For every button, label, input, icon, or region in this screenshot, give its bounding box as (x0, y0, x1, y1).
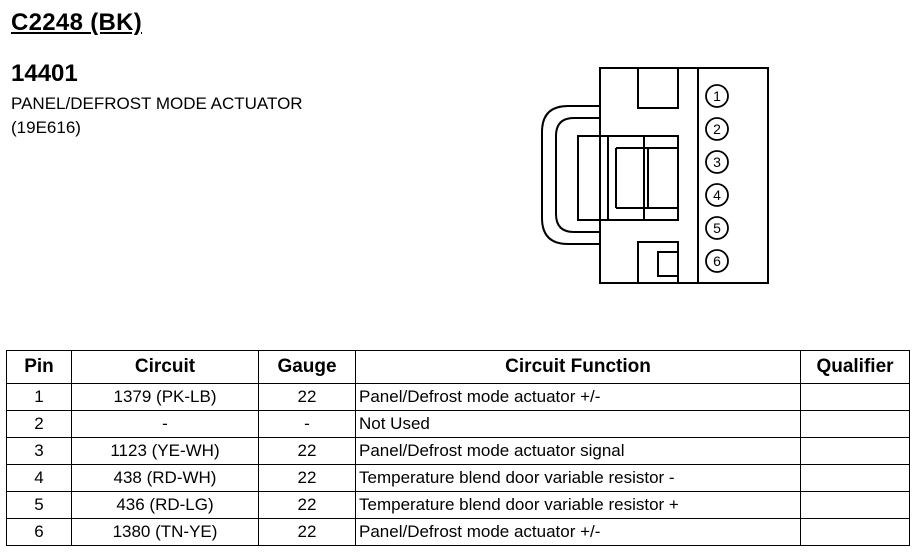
pin-marker-label: 4 (713, 187, 721, 203)
circuit-cell: 1379 (PK-LB) (71, 383, 259, 411)
circuit-cell: 1123 (YE-WH) (71, 437, 259, 465)
circuit-cell: - (71, 410, 259, 438)
gauge-cell: - (258, 410, 356, 438)
qualifier-cell (800, 383, 910, 411)
connector-key-top (637, 67, 679, 109)
qualifier-cell (800, 410, 910, 438)
pin-marker-4: 4 (705, 183, 729, 207)
pin-marker-label: 5 (713, 220, 721, 236)
gauge-cell: 22 (258, 464, 356, 492)
pin-marker-3: 3 (705, 150, 729, 174)
pin-marker-label: 3 (713, 154, 721, 170)
pin-marker-label: 2 (713, 121, 721, 137)
gauge-cell: 22 (258, 383, 356, 411)
circuit-function-cell: Temperature blend door variable resistor… (355, 491, 801, 519)
pin-table: Pin Circuit Gauge Circuit Function Quali… (6, 350, 910, 546)
header-pin: Pin (6, 350, 72, 384)
part-code: (19E616) (11, 118, 81, 137)
connector-face-drawing: 1 2 3 4 5 6 (541, 67, 769, 284)
pin-cell: 4 (6, 464, 72, 492)
pin-marker-5: 5 (705, 216, 729, 240)
gauge-cell: 22 (258, 437, 356, 465)
gauge-cell: 22 (258, 518, 356, 546)
circuit-cell: 1380 (TN-YE) (71, 518, 259, 546)
connector-housing (599, 67, 769, 284)
pin-marker-2: 2 (705, 117, 729, 141)
header-circuit: Circuit (71, 350, 259, 384)
circuit-function-cell: Panel/Defrost mode actuator +/- (355, 518, 801, 546)
table-row: 2--Not Used (6, 410, 910, 438)
gauge-cell: 22 (258, 491, 356, 519)
qualifier-cell (800, 518, 910, 546)
circuit-function-cell: Temperature blend door variable resistor… (355, 464, 801, 492)
connector-latch (541, 105, 600, 245)
circuit-cell: 436 (RD-LG) (71, 491, 259, 519)
circuit-cell: 438 (RD-WH) (71, 464, 259, 492)
pin-cell: 3 (6, 437, 72, 465)
header-qualifier: Qualifier (800, 350, 910, 384)
pin-cell: 6 (6, 518, 72, 546)
table-header-row: Pin Circuit Gauge Circuit Function Quali… (6, 350, 910, 384)
circuit-function-cell: Panel/Defrost mode actuator signal (355, 437, 801, 465)
circuit-function-cell: Panel/Defrost mode actuator +/- (355, 383, 801, 411)
header-circuit-function: Circuit Function (355, 350, 801, 384)
pin-cell: 1 (6, 383, 72, 411)
header-gauge: Gauge (258, 350, 356, 384)
circuit-function-cell: Not Used (355, 410, 801, 438)
terminal-block (577, 135, 679, 221)
part-number: 14401 (11, 60, 78, 87)
pin-marker-6: 6 (705, 249, 729, 273)
connector-id: C2248 (BK) (11, 9, 143, 36)
qualifier-cell (800, 464, 910, 492)
pin-marker-1: 1 (705, 84, 729, 108)
pin-cell: 5 (6, 491, 72, 519)
pin-marker-label: 6 (713, 253, 721, 269)
qualifier-cell (800, 437, 910, 465)
part-name: PANEL/DEFROST MODE ACTUATOR (11, 94, 303, 113)
pin-marker-label: 1 (713, 88, 721, 104)
qualifier-cell (800, 491, 910, 519)
pin-cell: 2 (6, 410, 72, 438)
